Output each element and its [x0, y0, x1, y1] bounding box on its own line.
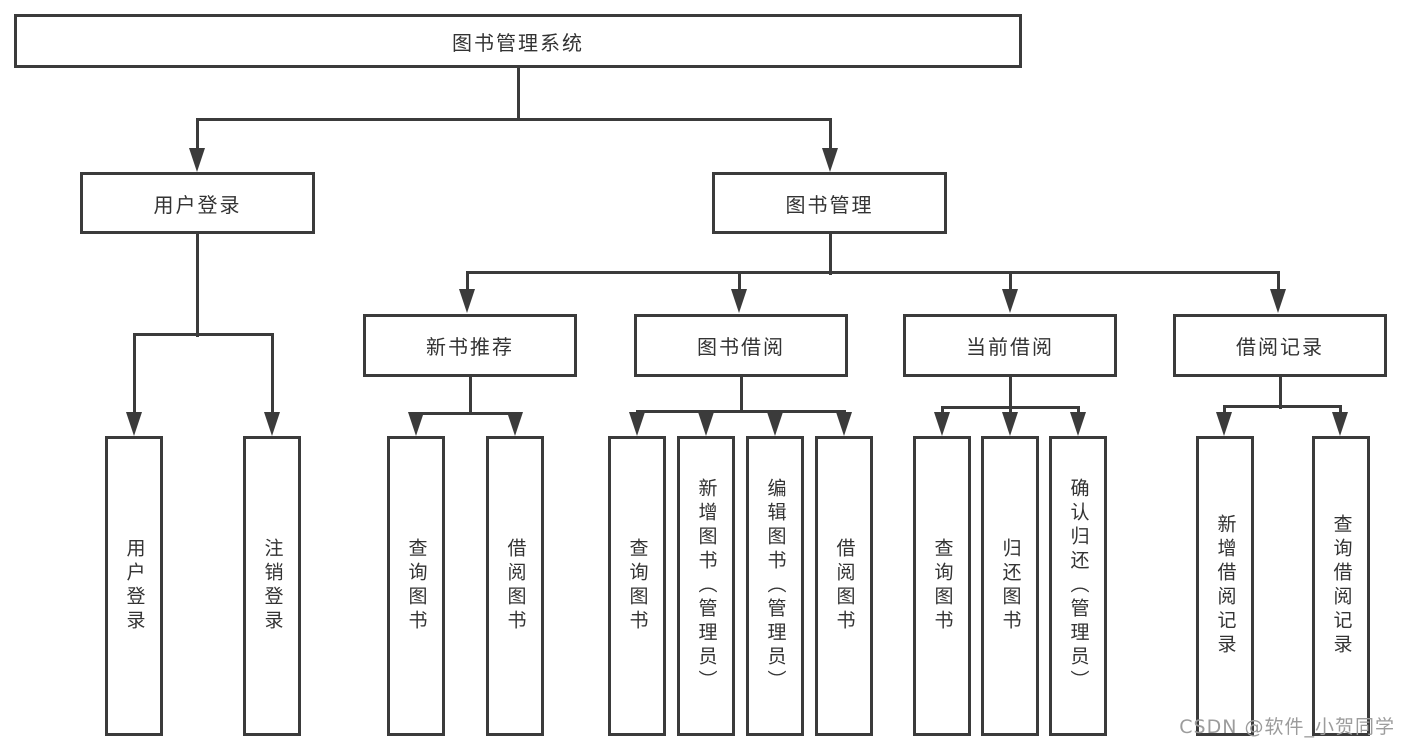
leaf-records-add: 新增借阅记录: [1196, 436, 1254, 736]
connector-vline: [1223, 406, 1226, 414]
arrow-down-icon: [767, 412, 783, 436]
leaf-current-return: 归还图书: [981, 436, 1039, 736]
arrow-down-icon: [731, 289, 747, 313]
node-new-book-recommend-label: 新书推荐: [426, 335, 514, 359]
node-borrowing-records: 借阅记录: [1173, 314, 1387, 377]
node-current-borrowing: 当前借阅: [903, 314, 1117, 377]
node-current-borrowing-label: 当前借阅: [966, 335, 1054, 359]
leaf-borrowing-edit-admin-label: 编辑图书（管理员）: [764, 478, 787, 694]
arrow-down-icon: [264, 412, 280, 436]
connector-vline: [1077, 407, 1080, 414]
leaf-records-query-label: 查询借阅记录: [1330, 514, 1353, 658]
watermark: CSDN @软件_小贺同学: [1179, 716, 1395, 738]
arrow-down-icon: [507, 412, 523, 436]
leaf-newbook-borrow-label: 借阅图书: [504, 538, 527, 634]
connector-hline: [133, 333, 274, 336]
connector-vline: [1277, 272, 1280, 291]
leaf-current-confirm-admin: 确认归还（管理员）: [1049, 436, 1107, 736]
leaf-borrowing-add-admin-label: 新增图书（管理员）: [695, 478, 718, 694]
arrow-down-icon: [1332, 412, 1348, 436]
connector-hline: [636, 410, 846, 413]
leaf-current-query: 查询图书: [913, 436, 971, 736]
leaf-logout-label: 注销登录: [261, 538, 284, 634]
connector-vline: [517, 66, 520, 121]
connector-vline: [941, 407, 944, 414]
leaf-current-confirm-admin-label: 确认归还（管理员）: [1067, 478, 1090, 694]
arrow-down-icon: [1002, 412, 1018, 436]
arrow-down-icon: [836, 412, 852, 436]
connector-vline: [1009, 272, 1012, 291]
connector-vline: [740, 375, 743, 413]
connector-hline: [415, 412, 517, 415]
node-user-login-branch-label: 用户登录: [153, 192, 242, 217]
connector-vline: [1339, 406, 1342, 414]
connector-vline: [196, 119, 199, 149]
leaf-borrowing-add-admin: 新增图书（管理员）: [677, 436, 735, 736]
node-root-label: 图书管理系统: [452, 30, 584, 55]
arrow-down-icon: [408, 412, 424, 436]
arrow-down-icon: [1216, 412, 1232, 436]
leaf-records-add-label: 新增借阅记录: [1214, 514, 1237, 658]
leaf-newbook-query-label: 查询图书: [405, 538, 428, 634]
leaf-user-login: 用户登录: [105, 436, 163, 736]
leaf-newbook-query: 查询图书: [387, 436, 445, 736]
connector-hline: [466, 271, 1280, 274]
leaf-records-query: 查询借阅记录: [1312, 436, 1370, 736]
node-borrowing-records-label: 借阅记录: [1236, 335, 1324, 359]
leaf-current-return-label: 归还图书: [999, 538, 1022, 634]
connector-hline: [941, 406, 1080, 409]
node-book-borrowing: 图书借阅: [634, 314, 848, 377]
connector-vline: [466, 272, 469, 291]
connector-vline: [469, 375, 472, 415]
arrow-down-icon: [1270, 289, 1286, 313]
arrow-down-icon: [459, 289, 475, 313]
arrow-down-icon: [1070, 412, 1086, 436]
connector-vline: [271, 334, 274, 413]
arrow-down-icon: [629, 412, 645, 436]
arrow-down-icon: [126, 412, 142, 436]
leaf-newbook-borrow: 借阅图书: [486, 436, 544, 736]
node-new-book-recommend: 新书推荐: [363, 314, 577, 377]
connector-vline: [133, 334, 136, 413]
leaf-logout: 注销登录: [243, 436, 301, 736]
node-root: 图书管理系统: [14, 14, 1022, 68]
leaf-borrowing-borrow: 借阅图书: [815, 436, 873, 736]
arrow-down-icon: [934, 412, 950, 436]
node-book-management-branch-label: 图书管理: [785, 192, 874, 217]
connector-hline: [1223, 405, 1342, 408]
leaf-borrowing-query-label: 查询图书: [626, 538, 649, 634]
connector-hline: [196, 118, 832, 121]
node-book-borrowing-label: 图书借阅: [697, 335, 785, 359]
arrow-down-icon: [189, 148, 205, 172]
leaf-borrowing-borrow-label: 借阅图书: [833, 538, 856, 634]
connector-vline: [829, 119, 832, 149]
leaf-borrowing-edit-admin: 编辑图书（管理员）: [746, 436, 804, 736]
arrow-down-icon: [698, 412, 714, 436]
arrow-down-icon: [1002, 289, 1018, 313]
leaf-current-query-label: 查询图书: [931, 538, 954, 634]
node-user-login-branch: 用户登录: [80, 172, 315, 234]
connector-vline: [1279, 375, 1282, 409]
connector-vline: [738, 272, 741, 291]
arrow-down-icon: [822, 148, 838, 172]
connector-vline: [1009, 375, 1012, 414]
node-book-management-branch: 图书管理: [712, 172, 947, 234]
leaf-user-login-label: 用户登录: [123, 538, 146, 634]
leaf-borrowing-query: 查询图书: [608, 436, 666, 736]
connector-vline: [829, 232, 832, 275]
connector-vline: [196, 232, 199, 337]
